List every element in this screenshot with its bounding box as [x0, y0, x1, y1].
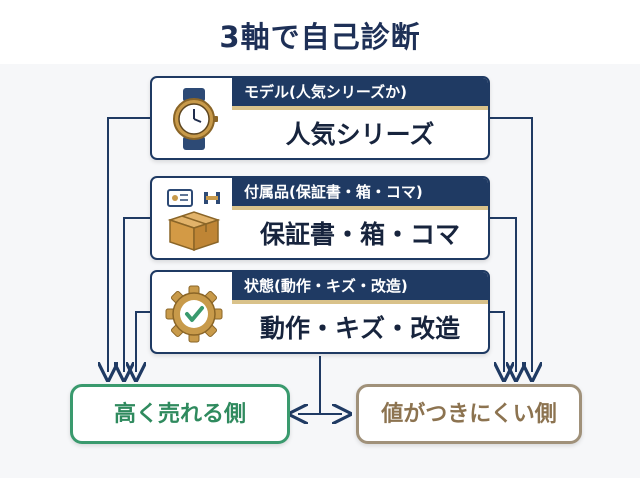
- connector-card2-right: [490, 217, 516, 372]
- card-header: モデル(人気シリーズか): [232, 78, 488, 106]
- card-main-label: 保証書・箱・コマ: [259, 220, 460, 249]
- connector-card3-right: [490, 311, 504, 372]
- gear-check-icon: [160, 278, 228, 348]
- card-main-label: 動作・キズ・改造: [259, 314, 460, 343]
- connector-card3-left: [136, 311, 150, 372]
- outcome-high-value: 高く売れる側: [70, 384, 290, 444]
- connector-card1-right: [490, 117, 532, 372]
- connector-card1-left: [108, 117, 150, 372]
- axis-card-accessories: 付属品(保証書・箱・コマ) 保証書・箱・コマ: [150, 176, 490, 260]
- card-accent-rule: [232, 106, 488, 110]
- axis-card-model: モデル(人気シリーズか) 人気シリーズ: [150, 76, 490, 160]
- card-header: 付属品(保証書・箱・コマ): [232, 178, 488, 206]
- card-accent-rule: [232, 300, 488, 304]
- card-accent-rule: [232, 206, 488, 210]
- axis-card-condition: 状態(動作・キズ・改造) 動作・キズ・改造: [150, 270, 490, 354]
- page-title: 3軸で自己診断: [219, 20, 421, 54]
- wristwatch-icon: [160, 84, 228, 154]
- card-main-label: 人気シリーズ: [285, 120, 435, 149]
- connector-card2-left: [124, 217, 150, 372]
- outcome-low-value: 値がつきにくい側: [356, 384, 582, 444]
- card-header: 状態(動作・キズ・改造): [232, 272, 488, 300]
- box-and-card-icon: [160, 184, 228, 254]
